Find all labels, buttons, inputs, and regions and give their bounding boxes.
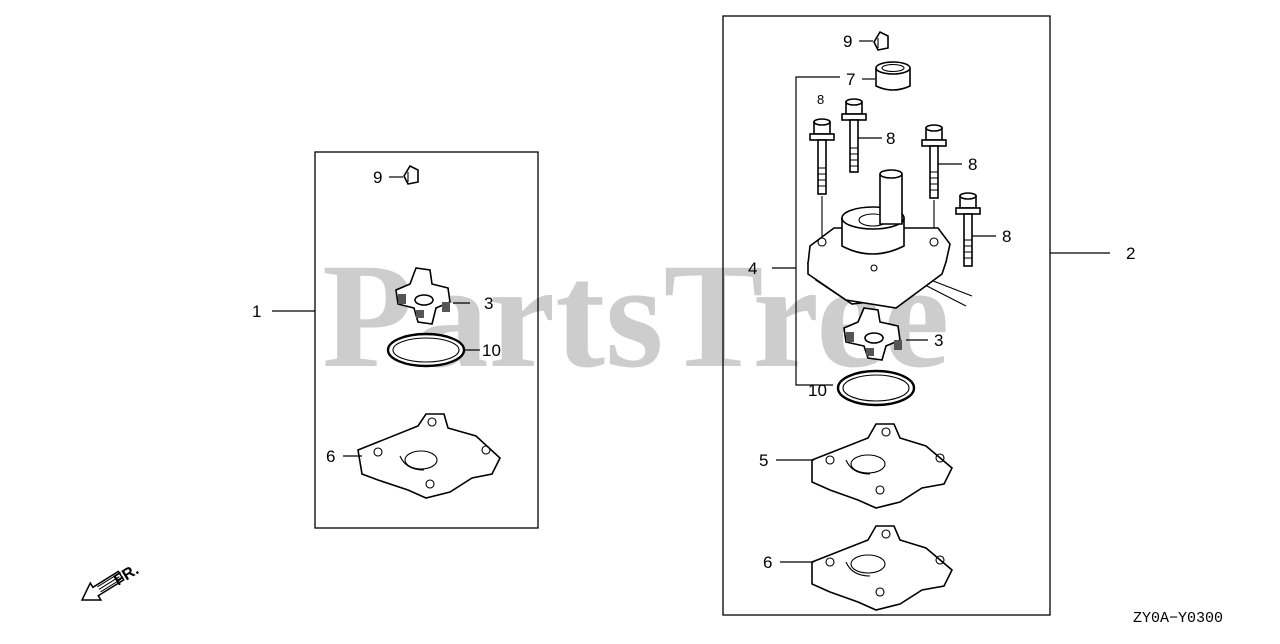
callout-right-impeller[interactable]: 3 bbox=[934, 331, 943, 350]
callout-right-o-ring[interactable]: 10 bbox=[808, 381, 827, 400]
callout-right-kit[interactable]: 2 bbox=[1126, 244, 1135, 263]
callout-right-gasket[interactable]: 6 bbox=[763, 553, 772, 572]
right-impeller-part[interactable] bbox=[843, 307, 902, 361]
right-bushing-part[interactable] bbox=[875, 61, 911, 91]
callout-right-bolt-c[interactable]: 8 bbox=[968, 155, 977, 174]
left-gasket-part[interactable] bbox=[357, 413, 501, 499]
callout-right-bushing[interactable]: 7 bbox=[846, 70, 855, 89]
callout-left-kit[interactable]: 1 bbox=[252, 302, 261, 321]
left-impeller-part[interactable] bbox=[395, 267, 451, 325]
callout-left-gasket[interactable]: 6 bbox=[326, 447, 335, 466]
right-housing-bracket bbox=[795, 76, 840, 386]
callout-right-plate[interactable]: 5 bbox=[759, 451, 768, 470]
right-clip-part[interactable] bbox=[873, 30, 889, 51]
right-bolt-d-part[interactable] bbox=[955, 192, 981, 267]
right-kit-box bbox=[722, 15, 1051, 616]
right-gasket-part[interactable] bbox=[811, 525, 953, 611]
right-bolt-c-part[interactable] bbox=[921, 124, 947, 199]
left-kit-group: 1 9 3 10 bbox=[252, 151, 539, 529]
callout-right-clip[interactable]: 9 bbox=[843, 32, 852, 51]
callout-left-impeller[interactable]: 3 bbox=[484, 294, 493, 313]
right-bolt-b-part[interactable] bbox=[841, 98, 867, 173]
right-housing-part[interactable] bbox=[807, 169, 951, 309]
right-bolt-a-part[interactable] bbox=[809, 118, 835, 195]
callout-left-clip[interactable]: 9 bbox=[373, 168, 382, 187]
callout-right-housing[interactable]: 4 bbox=[748, 259, 757, 278]
left-kit-box bbox=[314, 151, 539, 529]
callout-right-bolt-a[interactable]: 8 bbox=[817, 92, 824, 107]
left-clip-part[interactable] bbox=[403, 164, 419, 185]
callout-right-bolt-b[interactable]: 8 bbox=[886, 129, 895, 148]
front-direction-arrow-icon bbox=[80, 570, 125, 601]
diagram-code: ZY0A−Y0300 bbox=[1133, 610, 1223, 627]
left-o-ring-part[interactable] bbox=[386, 332, 466, 368]
right-plate-part[interactable] bbox=[811, 423, 953, 509]
right-kit-group: 2 9 7 4 8 bbox=[722, 15, 1135, 616]
right-o-ring-part[interactable] bbox=[836, 369, 916, 407]
callout-left-o-ring[interactable]: 10 bbox=[482, 341, 501, 360]
callout-right-bolt-d[interactable]: 8 bbox=[1002, 227, 1011, 246]
